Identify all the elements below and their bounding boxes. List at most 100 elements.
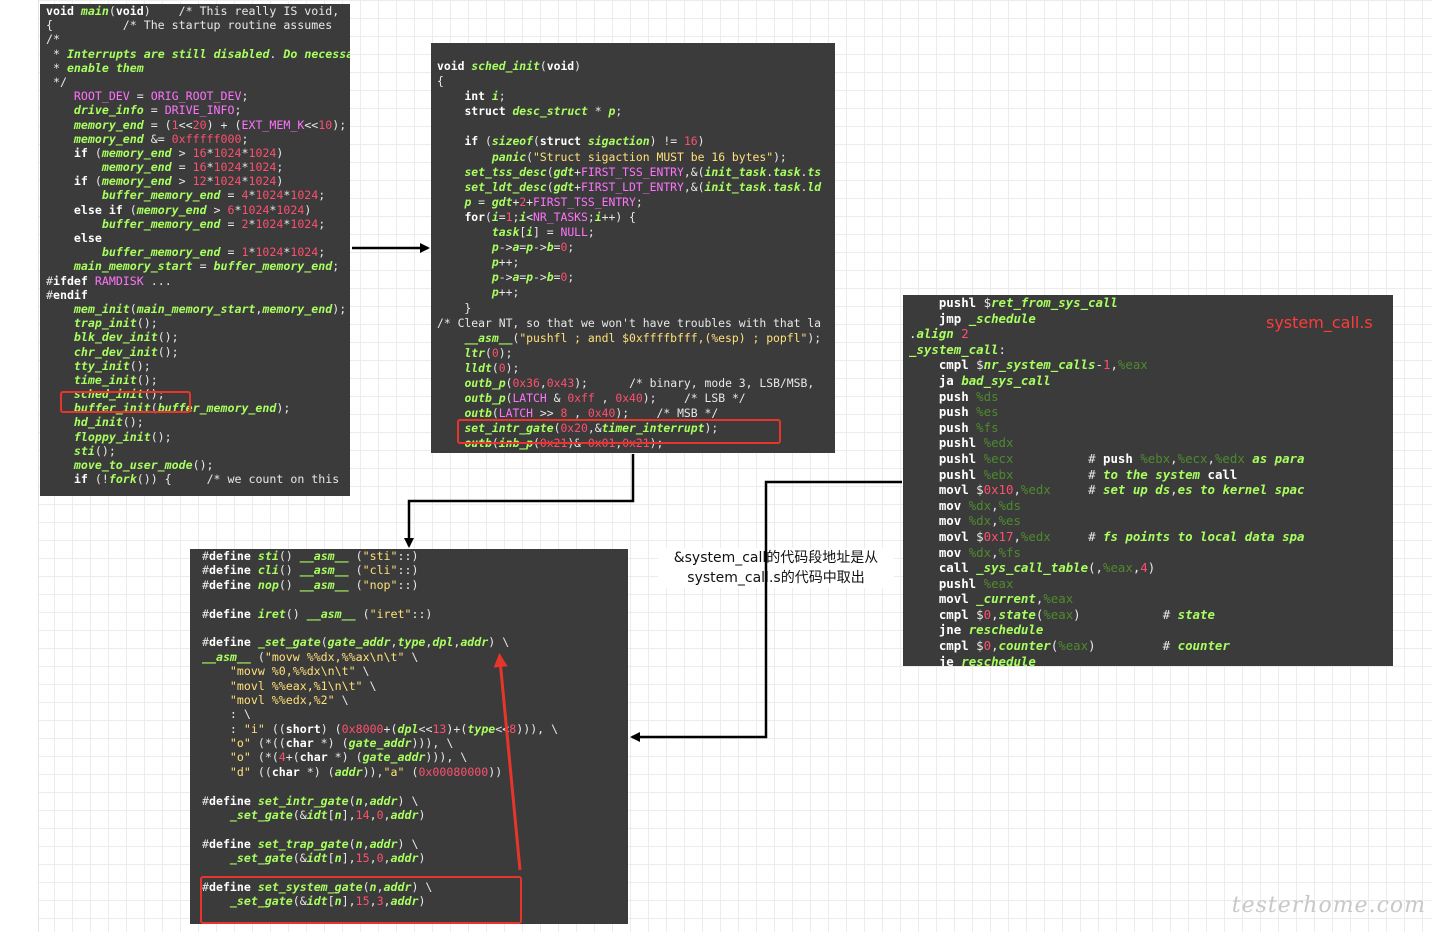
panel-system-call-line: _system_call:: [909, 341, 1006, 357]
panel-main-line: buffer_memory_end = 1*1024*1024;: [101, 245, 326, 260]
panel-system-call-line: jne reschedule: [938, 622, 1044, 638]
panel-system-call-line: pushl %ecx # push %ebx,%ecx,%edx as para: [938, 450, 1305, 466]
panel-main-line: if (!fork()) { /* we count on this: [73, 472, 340, 487]
panel-main-line: chr_dev_init();: [73, 344, 179, 359]
panel-sched-init-line: p->a=p->b=0;: [491, 240, 575, 255]
panel-system-call-line: movl $0x10,%edx # set up ds,es to kernel…: [938, 482, 1305, 498]
panel-system-call-line: pushl %edx: [938, 435, 1014, 451]
panel-main-line: #endif: [46, 287, 88, 302]
panel-main-line: time_init();: [73, 372, 158, 387]
panel-main-line: buffer_memory_end = 2*1024*1024;: [101, 216, 326, 231]
panel-system-call-line: cmpl $0,state(%eax) # state: [938, 606, 1215, 622]
panel-main-line: mem_init(main_memory_start,memory_end);: [73, 301, 347, 316]
panel-sched-init-line: p = gdt+2+FIRST_TSS_ENTRY;: [464, 194, 643, 209]
panel-main-line: drive_info = DRIVE_INFO;: [73, 103, 242, 118]
annotation-note-line-2: system_call.s的代码中取出: [687, 570, 865, 586]
panel-main-line: move_to_user_mode();: [73, 458, 214, 472]
panel-main-line: memory_end = (1<<20) + (EXT_MEM_K<<10);: [73, 117, 347, 132]
panel-main-line: tty_init();: [73, 358, 151, 373]
panel-sched-init-line: for(i=1;i<NR_TASKS;i++) {: [464, 209, 636, 224]
panel-defines-line: #define sti() __asm__ ("sti"::): [202, 549, 419, 563]
panel-sched-init-line: {: [437, 74, 444, 89]
panel-defines-line: #define set_trap_gate(n,addr) \: [202, 836, 419, 851]
panel-system-call-line: jmp _schedule: [938, 310, 1036, 326]
panel-sched-init-line: set_ldt_desc(gdt+FIRST_LDT_ENTRY,&(init_…: [464, 179, 822, 194]
panel-sched-init-line: ltr(0);: [464, 345, 513, 360]
main-code-panel: void main(void) /* This really IS void,{…: [40, 4, 350, 496]
panel-main-line: if (memory_end > 16*1024*1024): [73, 145, 284, 160]
panel-defines-line: "d" ((char *) (addr)),"a" (0x00080000)): [229, 764, 503, 779]
panel-defines-line: _set_gate(&idt[n],15,3,addr): [229, 894, 426, 909]
panel-main-line: memory_end &= 0xfffff000;: [73, 131, 249, 146]
panel-defines-line: "movl %%edx,%2" \: [229, 692, 349, 707]
gate-defines-code-panel: #define sti() __asm__ ("sti"::)#define c…: [190, 549, 628, 924]
panel-main-line: ROOT_DEV = ORIG_ROOT_DEV;: [73, 89, 249, 104]
panel-main-line: sti();: [73, 443, 116, 458]
panel-main-line: memory_end = 16*1024*1024;: [101, 160, 284, 175]
panel-defines-line: "o" (*((char *) (gate_addr))), \: [229, 736, 454, 751]
panel-main-line: sched_init();: [73, 387, 165, 402]
system-call-asm-panel: pushl $ret_from_sys_call jmp _schedule.a…: [903, 295, 1393, 666]
panel-defines-line: #define set_intr_gate(n,addr) \: [202, 793, 419, 808]
panel-system-call-line: push %es: [938, 404, 999, 420]
panel-system-call-line: je reschedule: [938, 653, 1036, 666]
panel-system-call-line: cmpl $nr_system_calls-1,%eax: [938, 357, 1148, 373]
panel-main-line: #ifdef RAMDISK ...: [46, 273, 172, 288]
panel-system-call-line: movl _current,%eax: [938, 591, 1074, 607]
panel-sched-init-line: p++;: [491, 285, 520, 300]
panel-sched-init-line: int i;: [464, 89, 506, 104]
panel-sched-init-line: p->a=p->b=0;: [491, 270, 575, 285]
panel-sched-init-line: }: [437, 300, 472, 315]
panel-system-call-line: push %fs: [938, 419, 999, 435]
panel-main-line: * enable them: [46, 60, 144, 75]
panel-system-call-line: pushl %eax: [938, 575, 1014, 591]
arrow-sched-init-to-defines: [404, 454, 635, 548]
annotation-note-line-1: &system_call的代码段地址是从: [673, 550, 879, 566]
panel-main-line: */: [46, 74, 67, 89]
panel-system-call-line: push %ds: [938, 388, 999, 404]
panel-main-line: { /* The startup routine assumes: [46, 18, 333, 33]
panel-system-call-line: cmpl $0,counter(%eax) # counter: [938, 638, 1230, 654]
panel-sched-init-line: outb_p(LATCH & 0xff , 0x40); /* LSB */: [464, 391, 746, 406]
panel-defines-line: "movl %%eax,%1\n\t" \: [229, 678, 377, 693]
panel-system-call-line: ja bad_sys_call: [938, 372, 1051, 388]
left-margin: [0, 0, 39, 932]
sched-init-code-panel: void sched_init(void){ int i; struct des…: [431, 43, 835, 453]
panel-sched-init-line: outb_p(0x36,0x43); /* binary, mode 3, LS…: [464, 375, 815, 390]
panel-main-line: buffer_memory_end = 4*1024*1024;: [101, 188, 326, 203]
highlight-sched-init-call: [60, 391, 191, 413]
panel-main-line: else: [73, 231, 102, 245]
panel-main-line: main_memory_start = buffer_memory_end;: [73, 259, 340, 274]
red-arrow-define-to-gate: [493, 653, 522, 871]
panel-main-line: floppy_init();: [73, 429, 172, 444]
panel-system-call-line: mov %dx,%ds: [938, 497, 1021, 513]
panel-sched-init-line: panic("Struct sigaction MUST be 16 bytes…: [491, 149, 787, 164]
panel-sched-init-line: if (sizeof(struct sigaction) != 16): [464, 134, 705, 149]
panel-system-call-line: pushl %ebx # to the system call: [938, 466, 1238, 482]
highlight-set-system-gate-call: [457, 419, 781, 444]
panel-main-line: hd_init();: [73, 415, 144, 430]
annotation-note: &system_call的代码段地址是从 system_call.s的代码中取出: [658, 548, 894, 588]
panel-sched-init-line: void sched_init(void): [437, 59, 582, 73]
panel-sched-init-line: outb(LATCH >> 8 , 0x40); /* MSB */: [464, 406, 719, 421]
panel-main-line: trap_init();: [73, 316, 158, 331]
panel-defines-line: _set_gate(&idt[n],14,0,addr): [229, 808, 426, 823]
watermark: testerhome.com: [1231, 893, 1426, 918]
panel-sched-init-line: task[i] = NULL;: [491, 225, 595, 240]
panel-system-call-line: mov %dx,%fs: [938, 544, 1021, 560]
panel-defines-line: #define iret() __asm__ ("iret"::): [202, 606, 433, 621]
panel-defines-line: #define cli() __asm__ ("cli"::): [202, 563, 419, 578]
panel-system-call-line: call _sys_call_table(,%eax,4): [938, 560, 1156, 576]
panel-main-line: if (memory_end > 12*1024*1024): [73, 174, 284, 189]
panel-defines-line: #define set_system_gate(n,addr) \: [202, 879, 433, 894]
panel-system-call-line: pushl $ret_from_sys_call: [938, 295, 1118, 310]
panel-main-line: blk_dev_init();: [73, 330, 179, 345]
panel-defines-line: __asm__ ("movw %%dx,%%ax\n\t" \: [202, 649, 419, 664]
panel-sched-init-line: struct desc_struct * p;: [464, 104, 623, 119]
panel-sched-init-line: /* Clear NT, so that we won't have troub…: [437, 315, 822, 330]
panel-sched-init-line: set_tss_desc(gdt+FIRST_TSS_ENTRY,&(init_…: [464, 164, 822, 179]
panel-main-line: void main(void) /* This really IS void,: [46, 4, 340, 18]
panel-defines-line: "o" (*(4+(char *) (gate_addr))), \: [229, 750, 468, 765]
panel-system-call-line: .align 2: [909, 326, 969, 342]
